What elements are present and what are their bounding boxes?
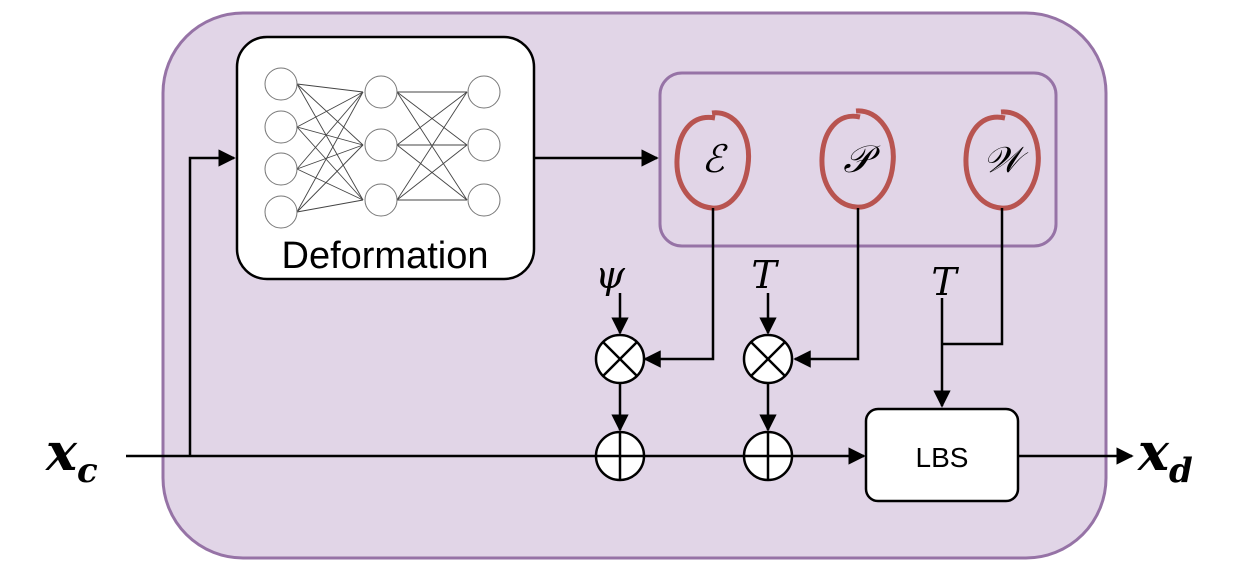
output-label: xd (1137, 422, 1193, 491)
input-label-sub: c (77, 451, 98, 491)
weights-to-lbs-line (942, 208, 1004, 346)
deformation-label: Deformation (282, 235, 489, 277)
multiply-node-pose (742, 333, 794, 385)
pose-highlight-circle (819, 108, 896, 210)
expression-symbol: ℰ (701, 137, 728, 181)
input-label-base: x (45, 422, 78, 483)
neural-network-nodes (264, 67, 501, 229)
t-label-middle: T (751, 253, 779, 297)
neural-network-icon (296, 83, 468, 213)
output-label-base: x (1137, 422, 1170, 483)
output-label-sub: d (1169, 451, 1193, 491)
lbs-label: LBS (916, 442, 969, 473)
input-label: xc (45, 422, 98, 491)
add-node-expression (594, 430, 646, 482)
t-label-lbs: T (931, 260, 959, 304)
add-node-pose (742, 430, 794, 482)
expression-to-multiply-arrow (643, 208, 715, 368)
pose-to-multiply-arrow (793, 208, 860, 368)
psi-label: ψ (595, 253, 626, 297)
branch-to-deformation-arrow (188, 149, 236, 456)
multiply-node-expression (594, 333, 646, 385)
